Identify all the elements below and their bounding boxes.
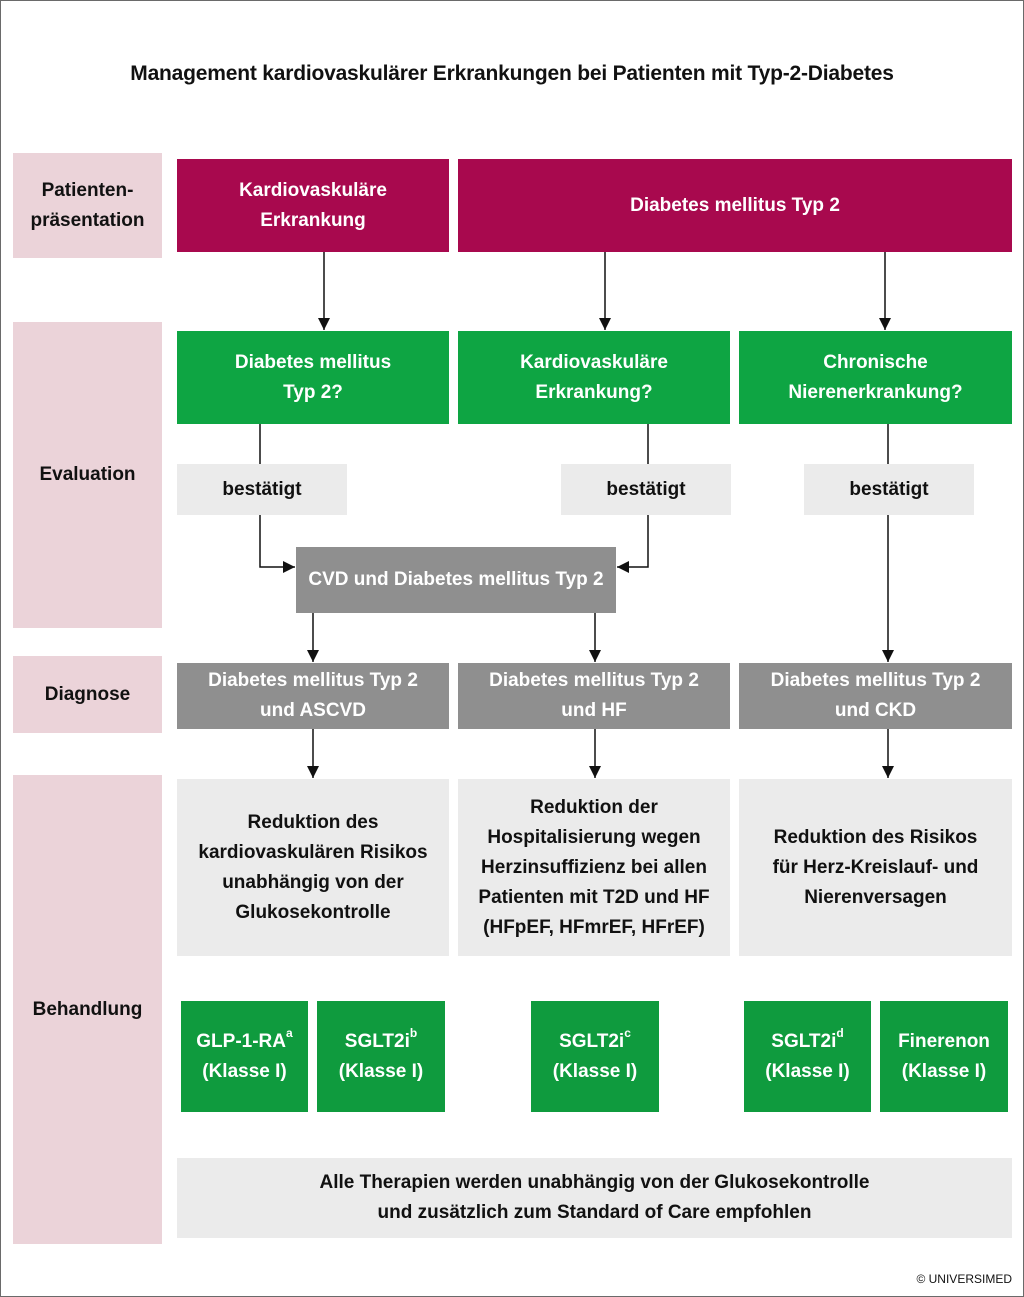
drug-glp1-ra: GLP-1-RAa (Klasse I) xyxy=(181,1001,308,1112)
presentation-dm-box: Diabetes mellitus Typ 2 xyxy=(458,159,1012,252)
treatment-goal-ascvd: Reduktion des kardiovaskulären Risikos u… xyxy=(177,779,449,956)
treatment-goal-hf: Reduktion der Hospitalisierung wegen Her… xyxy=(458,779,730,956)
confirmed-label-3: bestätigt xyxy=(804,464,974,515)
footnote-marker: a xyxy=(286,1026,293,1041)
confirmed-label-1: bestätigt xyxy=(177,464,347,515)
row-label-presentation: Patienten- präsentation xyxy=(13,153,162,258)
evaluation-cvd-question: Kardiovaskuläre Erkrankung? xyxy=(458,331,730,424)
evaluation-dm-question: Diabetes mellitus Typ 2? xyxy=(177,331,449,424)
diagnosis-hf-box: Diabetes mellitus Typ 2 und HF xyxy=(458,663,730,729)
drug-name: SGLT2i xyxy=(771,1030,837,1052)
drug-class: (Klasse I) xyxy=(552,1060,638,1082)
row-label-evaluation: Evaluation xyxy=(13,322,162,628)
diagnosis-ckd-box: Diabetes mellitus Typ 2 und CKD xyxy=(739,663,1012,729)
footnote-marker: c xyxy=(624,1026,631,1041)
treatment-footer-note: Alle Therapien werden unabhängig von der… xyxy=(177,1158,1012,1238)
drug-name: Finerenon xyxy=(898,1030,990,1052)
footnote-marker: b xyxy=(409,1026,418,1041)
copyright: © UNIVERSIMED xyxy=(916,1272,1012,1286)
treatment-goal-ckd: Reduktion des Risikos für Herz-Kreislauf… xyxy=(739,779,1012,956)
drug-finerenon: Finerenon (Klasse I) xyxy=(880,1001,1008,1112)
presentation-cvd-box: Kardiovaskuläre Erkrankung xyxy=(177,159,449,252)
arrow-confirmed-mid-to-combined xyxy=(617,515,649,573)
drug-name: SGLT2i xyxy=(559,1030,625,1052)
drug-name: SGLT2i xyxy=(344,1030,410,1052)
drug-class: (Klasse I) xyxy=(901,1060,987,1082)
drug-class: (Klasse I) xyxy=(338,1060,424,1082)
drug-class: (Klasse I) xyxy=(202,1060,287,1082)
drug-sglt2i-d: SGLT2id (Klasse I) xyxy=(744,1001,871,1112)
drug-class: (Klasse I) xyxy=(765,1060,850,1082)
diagnosis-ascvd-box: Diabetes mellitus Typ 2 und ASCVD xyxy=(177,663,449,729)
confirmed-label-2: bestätigt xyxy=(561,464,731,515)
row-label-diagnosis: Diagnose xyxy=(13,656,162,733)
cvd-and-dm-box: CVD und Diabetes mellitus Typ 2 xyxy=(296,547,616,613)
evaluation-ckd-question: Chronische Nierenerkrankung? xyxy=(739,331,1012,424)
drug-name: GLP-1-RA xyxy=(196,1030,287,1052)
diagram-title: Management kardiovaskulärer Erkrankungen… xyxy=(130,62,894,85)
footnote-marker: d xyxy=(836,1026,844,1041)
arrow-confirmed-left-to-combined xyxy=(259,515,295,573)
row-label-treatment: Behandlung xyxy=(13,775,162,1244)
drug-sglt2i-c: SGLT2ic (Klasse I) xyxy=(531,1001,659,1112)
drug-sglt2i-b: SGLT2ib (Klasse I) xyxy=(317,1001,445,1112)
